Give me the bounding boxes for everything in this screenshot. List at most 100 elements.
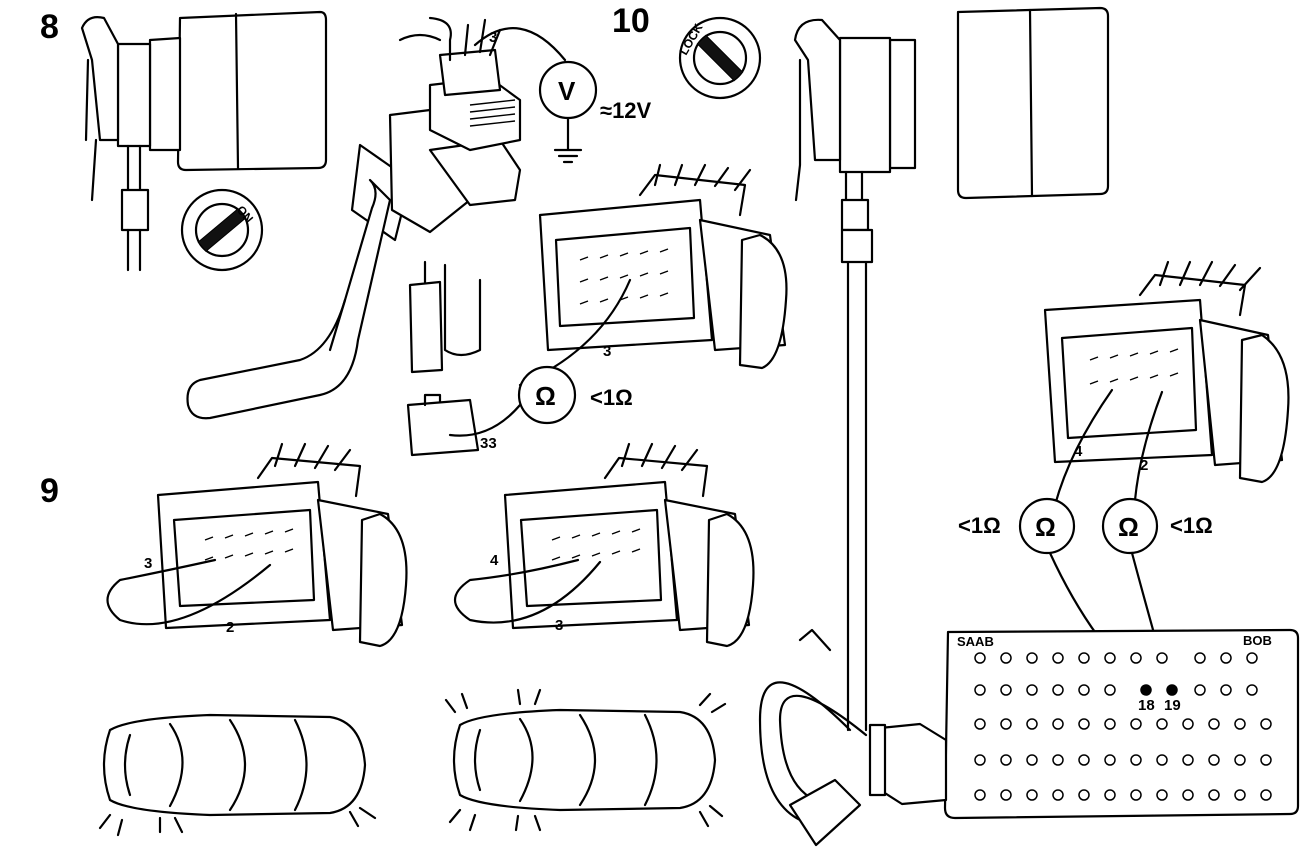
ignition-switch-lock: LOCK	[676, 16, 762, 100]
bob-pin	[974, 718, 986, 730]
ohm8-wire-b: 33	[480, 435, 497, 452]
bob-plug	[758, 628, 948, 847]
bob-pin	[1220, 652, 1232, 664]
bob-pin	[1104, 652, 1116, 664]
bob-pin	[974, 754, 986, 766]
connector-step10	[1043, 260, 1290, 484]
ohm8-reading: <1Ω	[590, 385, 633, 410]
bob-name-label: BOB	[1243, 633, 1272, 648]
control-unit-step10	[793, 6, 1110, 232]
ohm10-wire-b: 2	[1140, 457, 1148, 474]
bob-pin-a-label: 18	[1138, 697, 1155, 714]
bob-pin	[1000, 652, 1012, 664]
bob-pin	[1052, 684, 1064, 696]
voltmeter-reading: ≈12V	[600, 98, 652, 123]
bob-pin	[1130, 789, 1142, 801]
step9-right-wire-a: 4	[490, 552, 499, 569]
ohm10-wire-a: 4	[1074, 443, 1083, 460]
bob-pin	[1000, 718, 1012, 730]
connector-step9-left: 3 2	[106, 442, 408, 648]
bob-pin	[1156, 652, 1168, 664]
bob-pin	[1104, 754, 1116, 766]
switch-connector-block	[388, 16, 522, 234]
bob-pin	[1078, 754, 1090, 766]
bob-pin	[1182, 789, 1194, 801]
bob-pin	[1156, 754, 1168, 766]
ohmmeter-step8: 3 Ω <1Ω 33	[448, 278, 633, 452]
bob-pin	[974, 684, 986, 696]
bob-pin	[1000, 754, 1012, 766]
bob-pin	[1208, 754, 1220, 766]
bob-pin	[1052, 789, 1064, 801]
bob-pin	[1052, 754, 1064, 766]
voltmeter: 3 V ≈12V	[473, 27, 652, 164]
step9-left-wire-b: 2	[226, 619, 234, 636]
bob-pin-active	[1140, 684, 1152, 696]
bob-pin	[974, 789, 986, 801]
step9-left-wire-a: 3	[144, 555, 152, 572]
bob-pin	[1194, 684, 1206, 696]
bob-pin	[1026, 754, 1038, 766]
bob-pin	[1130, 754, 1142, 766]
bob-brand-label: SAAB	[957, 634, 994, 649]
ohm10-left-symbol: Ω	[1035, 512, 1056, 542]
bob-pin	[1026, 789, 1038, 801]
bob-pin	[1000, 684, 1012, 696]
bob-pin	[1234, 789, 1246, 801]
voltmeter-symbol: V	[558, 76, 576, 106]
step9-right-wire-b: 3	[555, 617, 563, 634]
connector-step8	[538, 163, 788, 370]
bob-pin	[1078, 789, 1090, 801]
plug-part	[406, 260, 482, 457]
bob-pin	[1194, 652, 1206, 664]
cable-sleeve	[840, 228, 874, 264]
bob-pin	[1156, 789, 1168, 801]
car-right-all-lights	[444, 688, 727, 832]
bob-pin	[1104, 684, 1116, 696]
bob-pin	[1052, 718, 1064, 730]
bob-pin-b-label: 19	[1164, 697, 1181, 714]
bob-pin	[1260, 754, 1272, 766]
step-9-number: 9	[40, 472, 59, 510]
bob-pin	[1026, 652, 1038, 664]
bob-pin	[1078, 684, 1090, 696]
bob-pin	[1078, 652, 1090, 664]
bob-pin	[1026, 718, 1038, 730]
bob-pin	[1260, 789, 1272, 801]
bob-pin	[1260, 718, 1272, 730]
bob-pin	[1104, 789, 1116, 801]
bob-pin	[1156, 718, 1168, 730]
bob-pin	[1130, 718, 1142, 730]
bob-cable	[846, 228, 868, 732]
bob-pin	[1220, 684, 1232, 696]
ohm10-right-reading: <1Ω	[1170, 513, 1213, 538]
connector-step9-right: 4 3	[453, 442, 755, 648]
step-10-number: 10	[612, 2, 650, 40]
wiper-lever	[186, 143, 412, 420]
bob-pin	[1182, 718, 1194, 730]
ignition-switch-on: ON	[180, 188, 264, 272]
bob-pin	[1078, 718, 1090, 730]
bob-pin	[1208, 789, 1220, 801]
ohm10-right-symbol: Ω	[1118, 512, 1139, 542]
bob-pin-active	[1166, 684, 1178, 696]
bob-pin	[1246, 652, 1258, 664]
bob-pin	[1234, 718, 1246, 730]
bob-pin	[1130, 652, 1142, 664]
ohmmeters-step10: 4 2 Ω <1Ω Ω <1Ω	[958, 388, 1213, 692]
ohm8-symbol: Ω	[535, 381, 556, 411]
control-unit-step8	[80, 10, 328, 272]
bob-pin	[1182, 754, 1194, 766]
step-8-number: 8	[40, 8, 59, 46]
bob-pin	[974, 652, 986, 664]
voltmeter-wire-label: 3	[489, 29, 497, 46]
bob-pin	[1104, 718, 1116, 730]
car-left-rear-lights	[98, 713, 377, 837]
ohm8-wire-a: 3	[603, 343, 611, 360]
bob-pin	[1208, 718, 1220, 730]
bob-pin	[1234, 754, 1246, 766]
bob-pin	[1246, 684, 1258, 696]
bob-pin	[1000, 789, 1012, 801]
breakout-box: SAAB BOB 18 19	[943, 628, 1300, 820]
